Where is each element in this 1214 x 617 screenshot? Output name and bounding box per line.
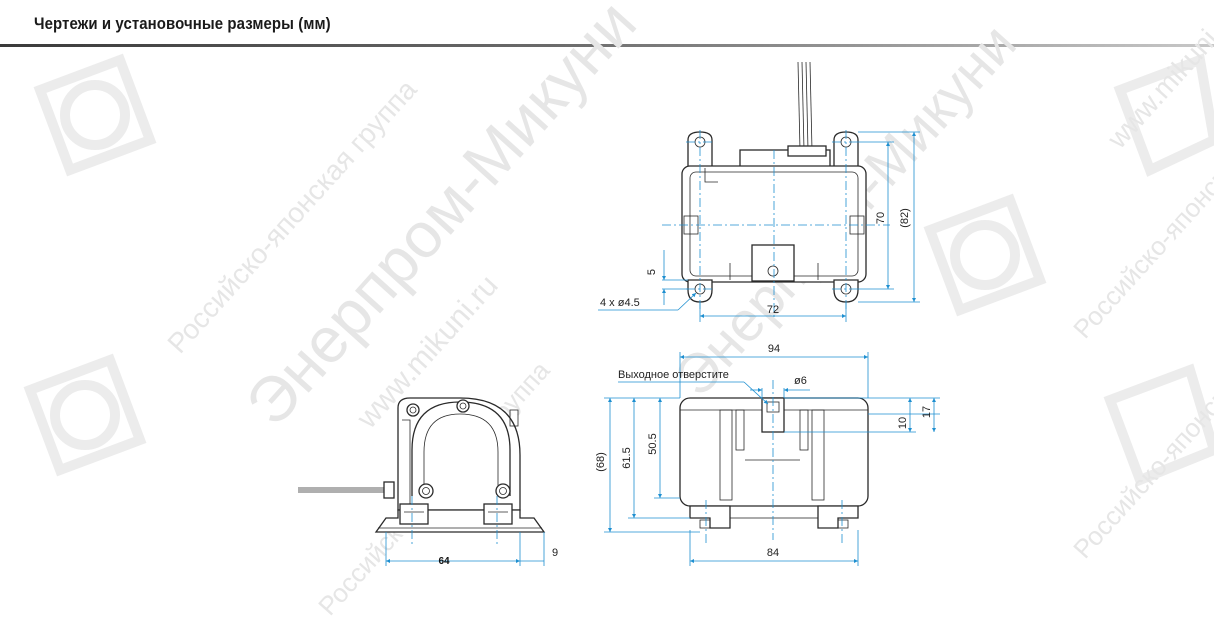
dim-outlet-offset-17: 17 [921, 406, 933, 418]
dim-width-94: 94 [768, 343, 780, 355]
front-view: 94 Выходное отверстите ø6 10 17 (68) 61.… [595, 343, 940, 566]
watermark-site-2: www.mikuni.ru [1101, 0, 1214, 155]
screw-bottom-left [418, 483, 434, 499]
top-view: 70 (82) 5 4 x ø4.5 72 [598, 61, 920, 322]
header: Чертежи и установочные размеры (мм) [0, 0, 1214, 47]
dim-height-68: (68) [595, 452, 607, 472]
dim-height-70: 70 [875, 212, 887, 224]
page-title: Чертежи и установочные размеры (мм) [34, 14, 331, 33]
screw-top-right [456, 399, 470, 413]
title-rule [0, 44, 1214, 47]
lead-wires [797, 61, 813, 151]
dim-foot-9: 9 [552, 547, 558, 559]
dim-height-82: (82) [899, 208, 911, 228]
screw-top-left [406, 403, 420, 417]
pump-housing-side [397, 397, 521, 511]
dim-height-615: 61.5 [621, 447, 633, 468]
dim-outlet-diameter: ø6 [794, 375, 807, 387]
screw-bottom-right [495, 483, 511, 499]
dim-outlet-offset-10: 10 [897, 417, 909, 429]
side-view: 64 9 [298, 397, 558, 567]
dim-width-72: 72 [767, 304, 779, 316]
outlet-block [751, 244, 795, 282]
dim-width-84: 84 [767, 547, 779, 559]
base-foot-right [817, 505, 859, 529]
dim-offset-5: 5 [646, 269, 658, 275]
dim-height-505: 50.5 [647, 433, 659, 454]
watermark-logo [23, 53, 1214, 487]
dim-width-64: 64 [438, 556, 450, 567]
outlet-label: Выходное отверстите [618, 369, 729, 381]
dim-holes: 4 x ø4.5 [600, 297, 640, 309]
